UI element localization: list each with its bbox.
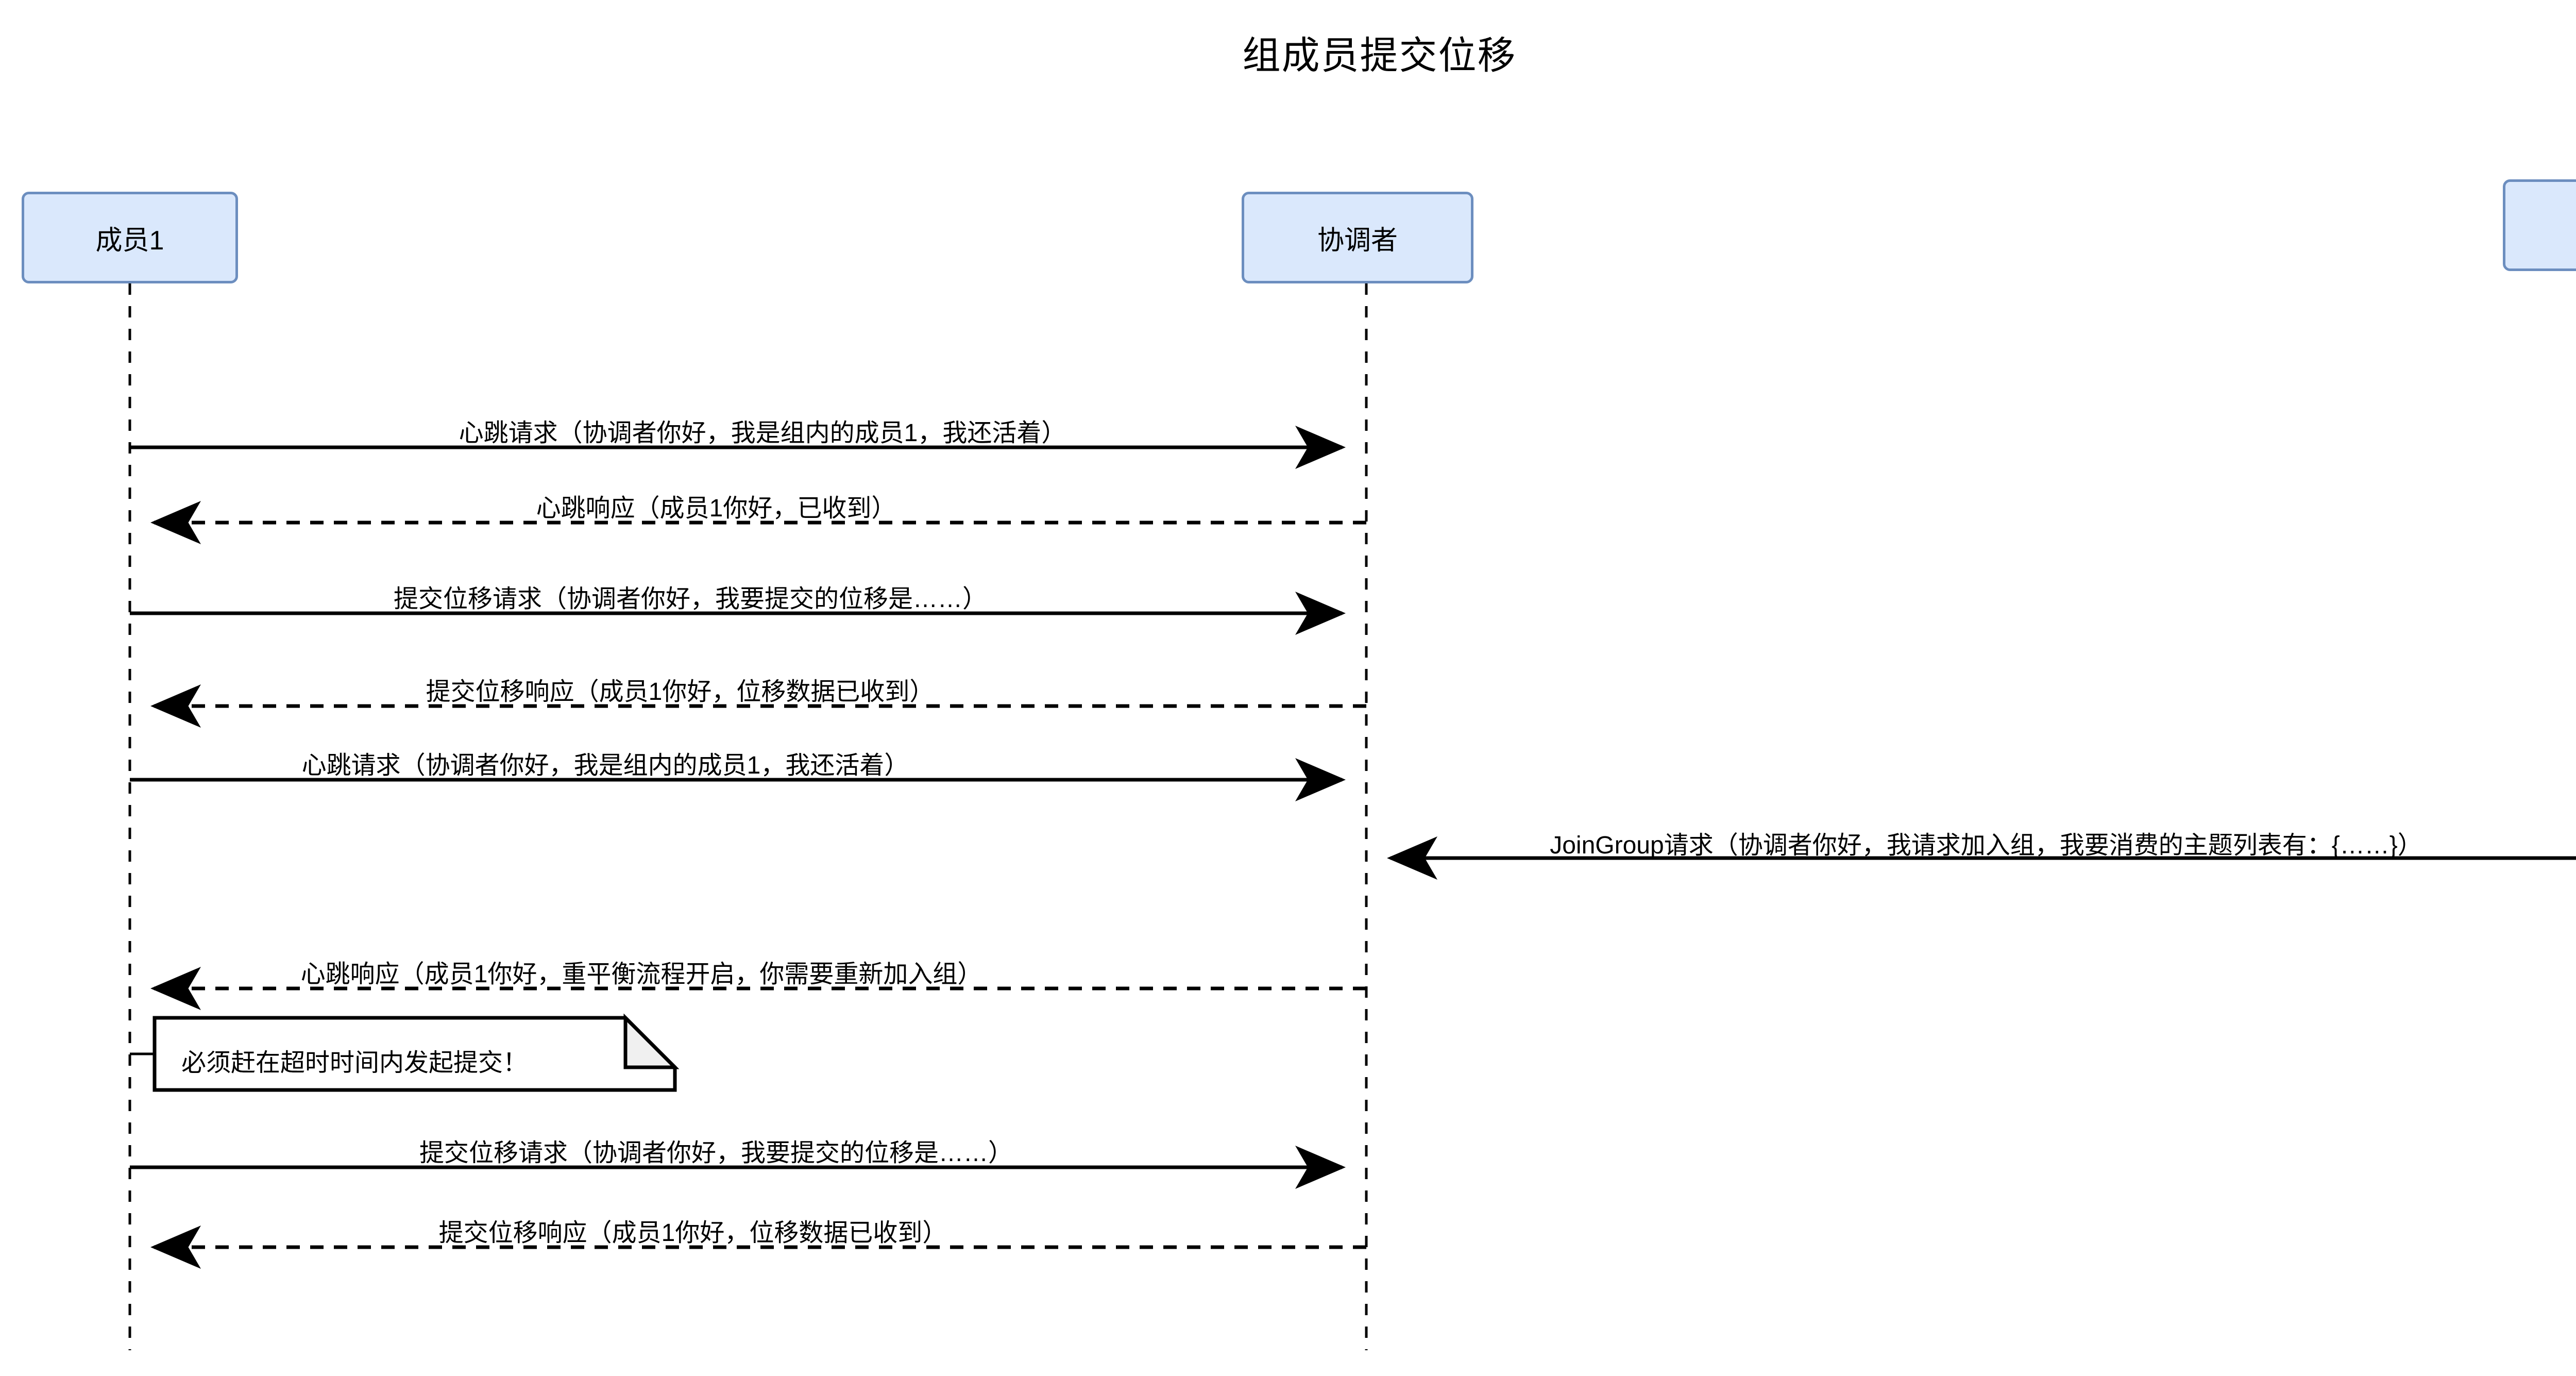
participant-box-member1[interactable]: 成员1 <box>22 192 238 283</box>
participant-label: 协调者 <box>1317 225 1398 256</box>
message-label-7: 心跳响应（成员1你好，重平衡流程开启，你需要重新加入组） <box>300 961 982 988</box>
participant-box-coordinator[interactable]: 协调者 <box>1242 192 1473 283</box>
message-label-3: 提交位移请求（协调者你好，我要提交的位移是……） <box>393 585 988 613</box>
participant-box-member2[interactable]: 成员2 <box>2503 179 2576 271</box>
message-label-4: 提交位移响应（成员1你好，位移数据已收到） <box>426 678 935 706</box>
message-label-5: 心跳请求（协调者你好，我是组内的成员1，我还活着） <box>301 752 909 779</box>
note-shape-group <box>130 1013 680 1092</box>
message-arrows-group <box>130 426 2576 1269</box>
message-label-8: 提交位移请求（协调者你好，我要提交的位移是……） <box>419 1139 1013 1167</box>
note-label: 必须赶在超时时间内发起提交！ <box>181 1049 528 1077</box>
message-label-6: JoinGroup请求（协调者你好，我请求加入组，我要消费的主题列表有：{……}… <box>1550 832 2422 859</box>
message-label-2: 心跳响应（成员1你好，已收到） <box>536 495 896 522</box>
participant-label: 成员1 <box>95 225 164 256</box>
note-fold-icon <box>623 1013 680 1069</box>
note-body <box>152 1016 677 1092</box>
page-title: 组成员提交位移 <box>1242 34 1517 77</box>
message-label-1: 心跳请求（协调者你好，我是组内的成员1，我还活着） <box>459 419 1066 447</box>
message-label-9: 提交位移响应（成员1你好，位移数据已收到） <box>438 1219 947 1247</box>
lifelines-group <box>128 283 1368 1350</box>
